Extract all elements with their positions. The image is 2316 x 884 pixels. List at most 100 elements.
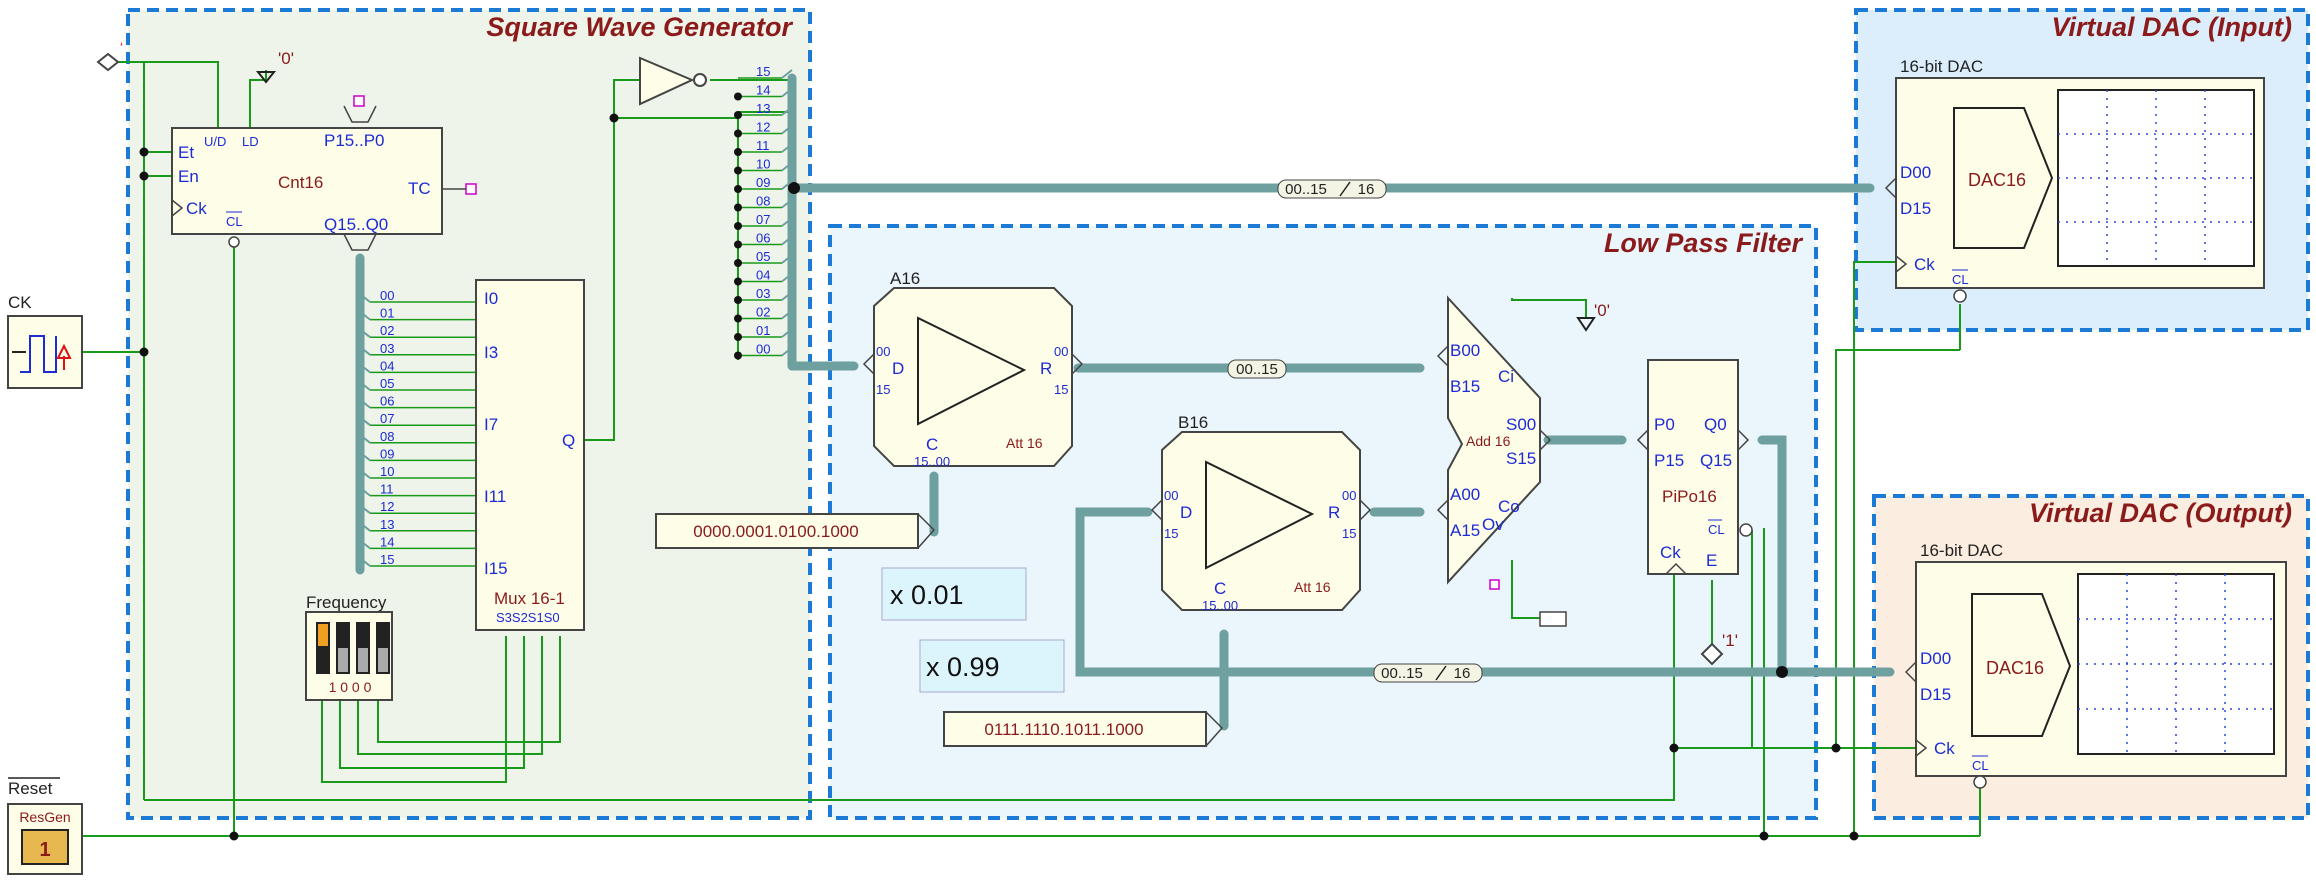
adder-pin-s00: S00 <box>1506 415 1536 434</box>
adder-pin-s15: S15 <box>1506 449 1536 468</box>
bit-ladder-junction <box>734 240 742 249</box>
dac-input-title: 16-bit DAC <box>1900 57 1983 76</box>
att-b-pin-15: 15 <box>1164 526 1178 541</box>
bit-ladder-label: 09 <box>756 175 770 190</box>
frequency-value: 1 0 0 0 <box>329 679 372 695</box>
bit-ladder-tap <box>781 328 793 338</box>
register-pin-p15: P15 <box>1654 451 1684 470</box>
counter-pin-en: En <box>178 167 199 186</box>
bit-ladder-tap <box>781 69 793 79</box>
attenuator-b16[interactable]: B16 00 D 15 R 00 15 C 15..00 Att 16 <box>1150 413 1372 613</box>
counter-pin-tc: TC <box>408 179 431 198</box>
mux-pins-sel: S3S2S1S0 <box>496 610 560 625</box>
mux-bit-tap <box>359 434 371 444</box>
bit-ladder-label: 10 <box>756 157 770 172</box>
dac-output-pin-ck: Ck <box>1934 739 1955 758</box>
bit-ladder-junction <box>734 148 742 156</box>
bit-ladder-junction <box>734 314 742 323</box>
bit-ladder-tap <box>781 272 793 283</box>
att-a-constant[interactable]: 0000.0001.0100.1000 <box>655 513 936 549</box>
counter-pin-et: Et <box>178 143 194 162</box>
dac-output-title: 16-bit DAC <box>1920 541 2003 560</box>
bit-ladder-label: 06 <box>756 231 770 246</box>
register-pin-ck: Ck <box>1660 543 1681 562</box>
bit-ladder-label: 15 <box>756 64 770 79</box>
dac-input-pin-cl: CL <box>1952 272 1969 287</box>
mux-bit-label: 11 <box>380 482 394 497</box>
counter-name: Cnt16 <box>278 173 323 192</box>
bit-ladder-tap <box>781 235 793 246</box>
bit-ladder-junction <box>734 166 742 175</box>
mux-pin-q: Q <box>562 431 575 450</box>
resgen-value: 1 <box>39 839 50 861</box>
dac-output-pin-d15: D15 <box>1920 685 1951 704</box>
bit-ladder-label: 00 <box>756 342 770 357</box>
adder-pin-b15: B15 <box>1450 377 1480 396</box>
att-b-pin-15-out: 15 <box>1342 526 1356 541</box>
factor-note-b-text: x 0.99 <box>926 652 1000 682</box>
dac-input-pin-ck: Ck <box>1914 255 1935 274</box>
mux-bit-label: 00 <box>380 288 394 303</box>
bit-ladder-tap <box>781 309 793 320</box>
region-title-square-wave: Square Wave Generator <box>486 12 793 42</box>
att-b-name: Att 16 <box>1294 579 1331 595</box>
att-b-pin-00-out: 00 <box>1342 488 1356 503</box>
mux-bit-tap <box>359 416 371 426</box>
input-port-top[interactable]: ‘ <box>96 39 123 72</box>
counter-cnt16[interactable]: U/D LD P15..P0 Et En Cnt16 TC Ck CL Q15.… <box>171 95 477 251</box>
bit-ladder-label: 14 <box>756 83 770 98</box>
bit-ladder-junction <box>734 333 742 341</box>
bus-label-filter-range: 00..15 <box>1236 361 1278 378</box>
bit-ladder-tap <box>781 198 793 209</box>
mux-pin-i15: I15 <box>484 559 508 578</box>
bit-ladder-label: 02 <box>756 305 770 320</box>
bit-ladder-junction <box>734 296 742 304</box>
att-a-pin-15: 15 <box>876 382 890 397</box>
register-pipo16[interactable]: P0 P15 Q0 Q15 PiPo16 CL Ck E <box>1636 359 1753 575</box>
inverter[interactable] <box>639 56 707 106</box>
bit-ladder-label: 01 <box>756 323 770 338</box>
mux-bit-label: 14 <box>380 534 394 549</box>
counter-pin-ck: Ck <box>186 199 207 218</box>
mux-bit-tap <box>359 310 371 321</box>
bus-label-main-range: 00..15 <box>1285 181 1327 198</box>
adder-add16[interactable]: B00 B15 Ci S00 S15 Add 16 A00 A15 Co Ov <box>1436 295 1567 627</box>
mux-bit-label: 12 <box>380 499 394 514</box>
const-one-register: '1' <box>1700 631 1738 666</box>
reset-label: Reset <box>8 779 53 798</box>
adder-pin-b00: B00 <box>1450 341 1480 360</box>
bit-ladder-label: 04 <box>756 268 770 283</box>
mux-bit-label: 03 <box>380 341 394 356</box>
const-one-text: '1' <box>1722 631 1738 650</box>
const-zero-adder-text: '0' <box>1594 301 1610 320</box>
register-pin-q15: Q15 <box>1700 451 1732 470</box>
reset-source[interactable]: Reset ResGen 1 <box>7 777 83 875</box>
dac-output-pin-d00: D00 <box>1920 649 1951 668</box>
mux-bit-label: 04 <box>380 358 394 373</box>
bit-ladder-tap <box>781 124 793 135</box>
att-b-constant[interactable]: 0111.1110.1011.1000 <box>943 711 1224 747</box>
mux-16-1[interactable]: I0 I3 I7 I11 I15 Q Mux 16-1 S3S2S1S0 <box>475 279 585 631</box>
bit-ladder-label: 05 <box>756 249 770 264</box>
dac-output[interactable]: 16-bit DAC DAC16 D00 D15 Ck CL <box>1904 541 2287 789</box>
dac-input[interactable]: 16-bit DAC DAC16 D00 D15 Ck CL <box>1884 57 2265 303</box>
register-name: PiPo16 <box>1662 487 1717 506</box>
bit-ladder-label: 03 <box>756 286 770 301</box>
mux-name: Mux 16-1 <box>494 589 565 608</box>
clock-source[interactable]: CK <box>7 293 83 389</box>
att-b-pin-d: D <box>1180 503 1192 522</box>
frequency-dip-switch[interactable]: Frequency 1 0 0 0 <box>305 593 393 701</box>
att-a-pin-d: D <box>892 359 904 378</box>
bit-ladder-tap <box>781 161 793 172</box>
dac-input-pin-d00: D00 <box>1900 163 1931 182</box>
bit-ladder-junction <box>734 185 742 193</box>
mux-bit-label: 09 <box>380 446 394 461</box>
counter-pin-ld: LD <box>242 134 259 149</box>
attenuator-a16[interactable]: A16 00 D 15 R 00 15 C 15..00 Att 16 <box>862 269 1084 469</box>
mux-bit-tap <box>359 363 371 374</box>
mux-bit-tap <box>359 486 371 497</box>
mux-bit-tap <box>359 504 371 514</box>
mux-pin-i11: I11 <box>484 487 506 506</box>
